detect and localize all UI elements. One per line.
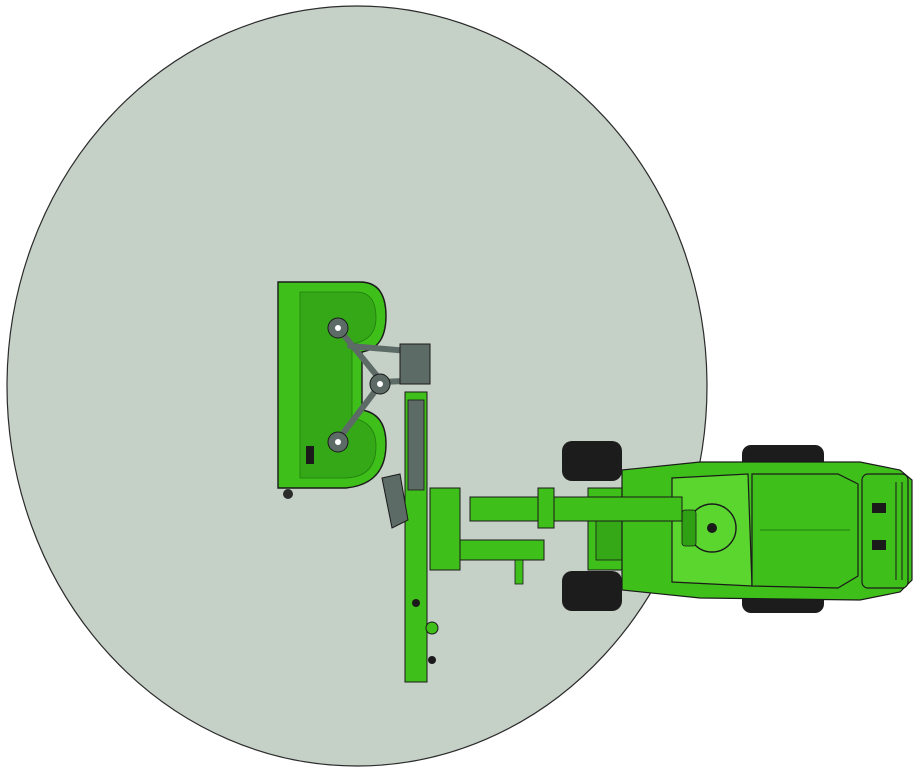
seat bbox=[681, 509, 697, 547]
rotor-center-2 bbox=[377, 381, 383, 387]
grille-slot-bottom bbox=[872, 540, 886, 550]
mower-label-plate bbox=[306, 446, 314, 464]
hood bbox=[751, 473, 859, 589]
boom-arm bbox=[451, 487, 683, 585]
tire-rear-top bbox=[562, 441, 622, 481]
boom-collar bbox=[537, 487, 555, 529]
tire-rear-bottom bbox=[562, 571, 622, 611]
mower-head bbox=[277, 281, 431, 499]
grille-slot-top bbox=[872, 503, 886, 513]
rotor-center-3 bbox=[335, 439, 341, 445]
mast-joint-2 bbox=[425, 621, 439, 635]
boom-lower-drop bbox=[514, 559, 524, 585]
tractor bbox=[562, 441, 913, 613]
vertical-mast bbox=[381, 391, 461, 683]
boom-main bbox=[469, 496, 683, 522]
boom-lower bbox=[451, 539, 545, 561]
mower-bracket bbox=[399, 343, 431, 385]
mast-joint-3 bbox=[428, 656, 436, 664]
mast-block bbox=[429, 487, 461, 571]
mast-cylinder bbox=[407, 399, 425, 491]
pump-motor bbox=[381, 473, 409, 529]
steering-hub bbox=[707, 523, 717, 533]
rotor-center-1 bbox=[335, 325, 341, 331]
front-grille bbox=[861, 473, 909, 589]
mast-joint-1 bbox=[412, 599, 420, 607]
mower-wheel bbox=[283, 489, 293, 499]
